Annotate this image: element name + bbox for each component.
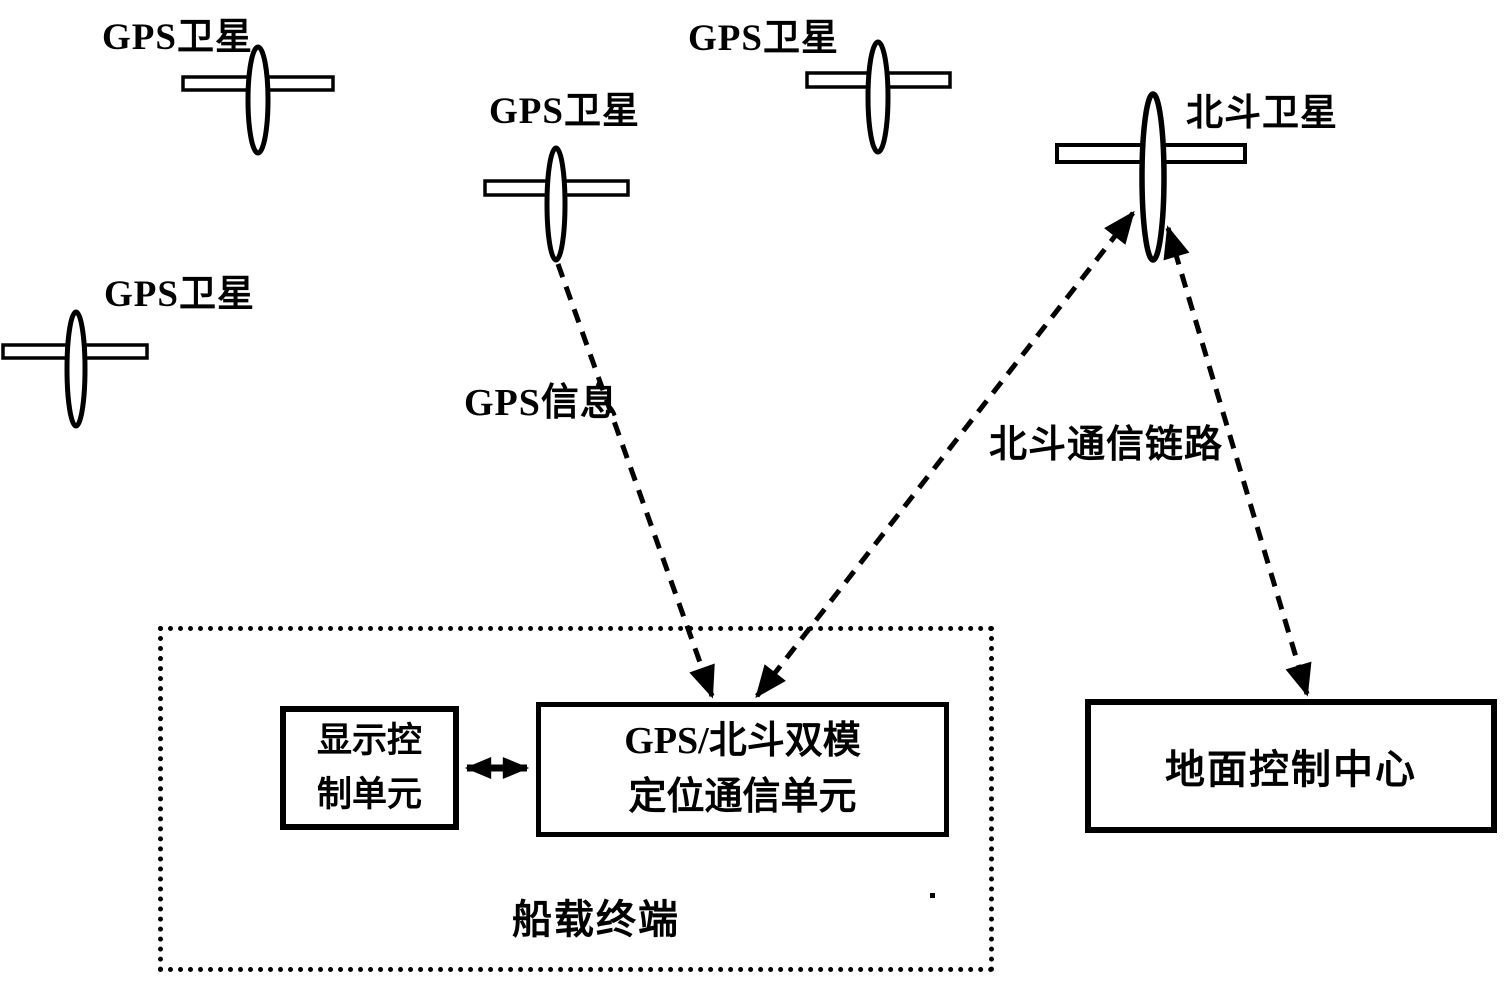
display-control-unit-label-line1: 显示控 (316, 720, 422, 760)
gps-satellite-left-icon (1, 309, 149, 429)
gps-satellite-top-left-label: GPS卫星 (102, 17, 253, 58)
satellite-body (544, 145, 568, 263)
display-control-unit-box: 显示控 制单元 (280, 706, 459, 830)
ground-control-center-box: 地面控制中心 (1085, 699, 1497, 833)
display-control-unit-label-line2: 制单元 (316, 775, 422, 814)
gps-info-dashed-arrow (555, 263, 715, 699)
dot-mark (930, 893, 935, 898)
gps-satellite-left-label: GPS卫星 (104, 274, 255, 315)
satellite-body (1139, 91, 1167, 263)
beidou-ship-dashed-arrow (755, 210, 1135, 699)
ship-terminal-label: 船载终端 (512, 897, 680, 942)
gps-satellite-middle-icon (483, 145, 630, 263)
ship-terminal-container (158, 626, 994, 972)
positioning-unit-label-line2: 定位通信单元 (628, 775, 857, 818)
satellite-body (64, 309, 88, 429)
gps-satellite-top-center-icon (805, 39, 952, 155)
ground-control-center-label: 地面控制中心 (1165, 747, 1417, 792)
gps-info-link-label: GPS信息 (464, 382, 619, 424)
beidou-ground-dashed-arrow (1163, 225, 1312, 697)
positioning-unit-label-line1: GPS/北斗双模 (624, 720, 861, 763)
satellite-body (865, 39, 891, 155)
positioning-communication-unit-box: GPS/北斗双模 定位通信单元 (536, 702, 949, 837)
beidou-satellite-icon (1055, 91, 1247, 263)
satellite-body (245, 44, 271, 156)
gps-satellite-middle-label: GPS卫星 (489, 91, 640, 132)
beidou-satellite-label: 北斗卫星 (1186, 93, 1338, 134)
beidou-link-label: 北斗通信链路 (989, 424, 1224, 466)
gps-satellite-top-left-icon (181, 44, 335, 156)
gps-satellite-top-center-label: GPS卫星 (688, 18, 839, 59)
